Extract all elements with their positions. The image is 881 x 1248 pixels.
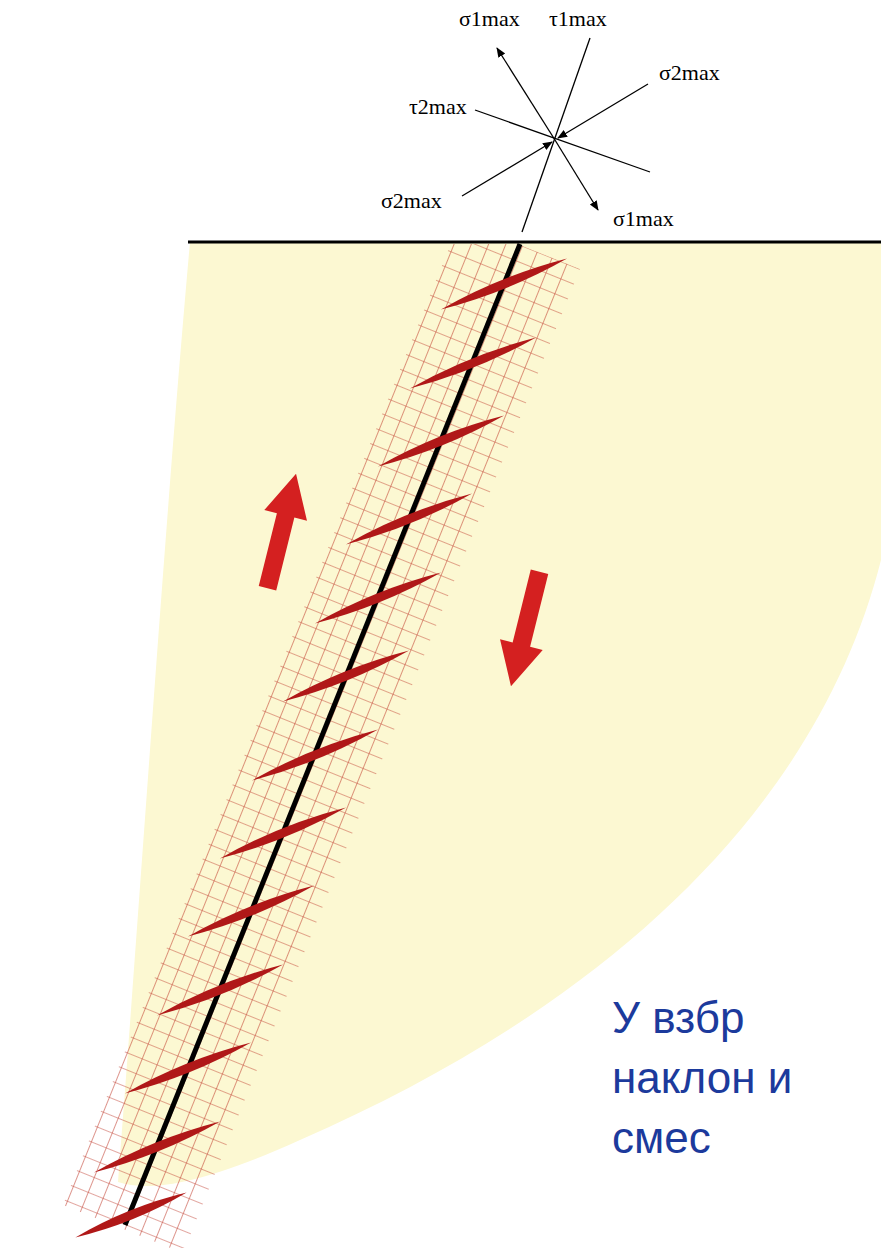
stress-label: σ2max [658, 62, 721, 84]
caption-note: У взбр наклон и смес [612, 988, 802, 1168]
stress-label: τ1max [548, 8, 608, 30]
tension-gashes [74, 254, 569, 1241]
fault-line [125, 244, 520, 1225]
movement-arrow-up [246, 468, 317, 593]
stress-label: τ2max [408, 96, 468, 118]
movement-arrow-down [490, 566, 561, 691]
stress-label: σ1max [612, 208, 675, 230]
stress-label: σ1max [458, 8, 521, 30]
stress-axes [462, 38, 650, 232]
ground-surface [188, 241, 881, 244]
shear-zone [63, 244, 580, 1248]
stress-label: σ2max [380, 190, 443, 212]
